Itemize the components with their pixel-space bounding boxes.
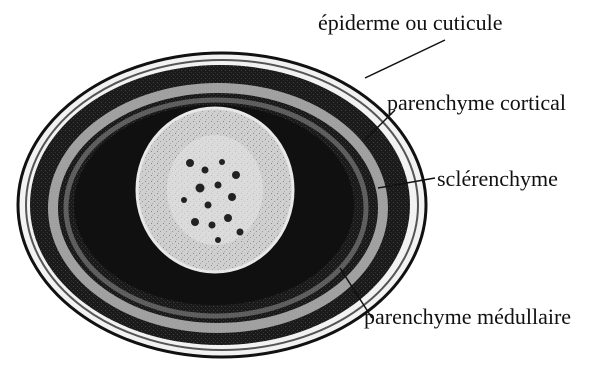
label-parenchyme-medullaire: parenchyme médullaire bbox=[364, 304, 571, 329]
medulla-center bbox=[167, 135, 263, 245]
label-parenchyme-cortical: parenchyme cortical bbox=[387, 90, 566, 115]
label-epiderme: épiderme ou cuticule bbox=[318, 10, 502, 35]
leader-line-epiderme bbox=[365, 40, 445, 78]
label-sclerenchyme: sclérenchyme bbox=[437, 166, 558, 191]
